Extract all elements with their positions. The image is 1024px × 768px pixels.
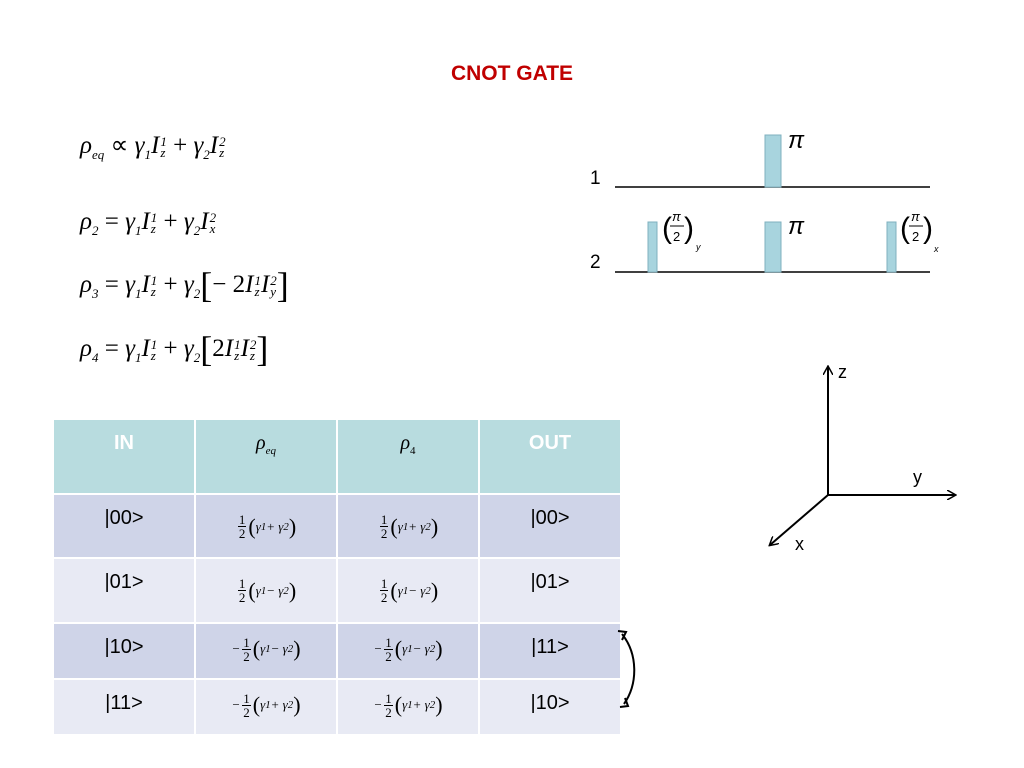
header-rho-eq: ρeq — [194, 418, 338, 495]
z-axis-label: z — [838, 362, 847, 382]
row-out: |01> — [478, 557, 622, 624]
row-in: |00> — [52, 492, 196, 560]
row-in: |11> — [52, 677, 196, 737]
row-in: |10> — [52, 621, 196, 680]
svg-text:(: ( — [662, 212, 672, 245]
svg-text:): ) — [923, 212, 933, 245]
pi-pulse-qubit-2 — [764, 221, 782, 273]
pi-label-1: π — [788, 127, 805, 154]
svg-text:π: π — [672, 209, 681, 224]
line-2-label: 2 — [590, 252, 601, 273]
pulse-sequence-diagram: 1 π 2 ( π 2 ) y π ( π 2 ) x — [590, 127, 939, 273]
svg-text:x: x — [933, 244, 939, 254]
half-pi-y-pulse — [647, 221, 658, 273]
line-1-label: 1 — [590, 168, 601, 189]
coordinate-axes: z y x — [750, 362, 970, 554]
pi-label-2: π — [788, 213, 805, 240]
x-axis — [770, 494, 829, 545]
half-pi-y-label: ( π 2 ) y — [662, 209, 701, 252]
half-pi-x-label: ( π 2 ) x — [900, 209, 939, 254]
row-in: |01> — [52, 557, 196, 624]
svg-text:(: ( — [900, 212, 910, 245]
svg-text:2: 2 — [912, 229, 919, 244]
header-in: IN — [52, 418, 196, 495]
pi-pulse-qubit-1 — [764, 134, 782, 188]
header-rho-4: ρ4 — [336, 418, 480, 495]
table-header-row: IN ρeq ρ4 OUT — [52, 418, 622, 495]
row-out: |11> — [478, 621, 622, 680]
svg-text:): ) — [684, 212, 694, 245]
row-out: |10> — [478, 677, 622, 737]
half-pi-x-pulse — [886, 221, 897, 273]
y-axis-label: y — [913, 467, 922, 487]
header-out: OUT — [478, 418, 622, 495]
x-axis-label: x — [795, 534, 804, 554]
svg-text:2: 2 — [673, 229, 680, 244]
svg-text:y: y — [695, 242, 701, 252]
row-out: |00> — [478, 492, 622, 560]
slide-title: CNOT GATE — [450, 62, 574, 85]
svg-text:π: π — [911, 209, 920, 224]
swap-arrow-icon — [617, 630, 636, 708]
